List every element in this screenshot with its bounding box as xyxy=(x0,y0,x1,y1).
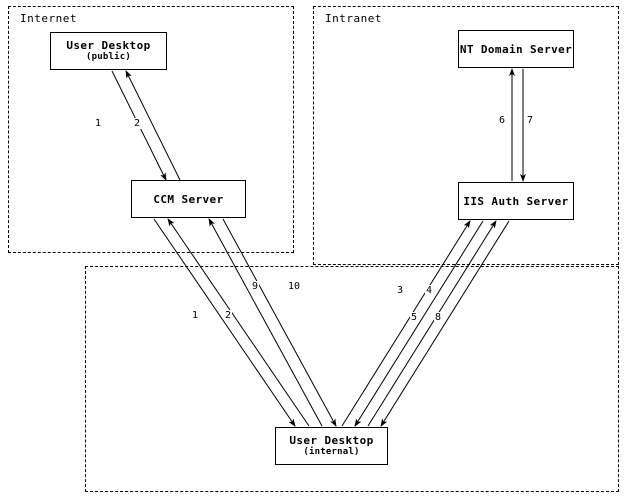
zone-internal-network xyxy=(85,266,619,492)
zone-intranet xyxy=(313,6,619,265)
node-title: User Desktop xyxy=(66,39,151,52)
connector-edge-9-up xyxy=(208,218,323,427)
connector-edge-2-public-up xyxy=(125,70,181,181)
label-2-internal: 2 xyxy=(224,310,233,321)
node-user-desktop-public[interactable]: User Desktop (public) xyxy=(50,32,167,70)
connector-edge-1-internal-down xyxy=(153,218,296,427)
node-nt-domain-server[interactable]: NT Domain Server xyxy=(458,30,574,68)
zone-internet-label: Internet xyxy=(20,12,77,25)
node-title: User Desktop xyxy=(289,434,374,447)
label-8: 8 xyxy=(434,312,443,323)
node-user-desktop-internal[interactable]: User Desktop (internal) xyxy=(275,427,388,465)
node-ccm-server[interactable]: CCM Server xyxy=(131,180,246,218)
node-title: CCM Server xyxy=(153,192,224,206)
label-7: 7 xyxy=(526,115,535,126)
zone-internet xyxy=(8,6,294,253)
label-5: 5 xyxy=(410,312,419,323)
node-subtitle: (public) xyxy=(86,52,131,62)
zone-intranet-label: Intranet xyxy=(325,12,382,25)
label-6: 6 xyxy=(498,115,507,126)
connector-edge-8-down xyxy=(380,220,510,427)
label-1-internal: 1 xyxy=(191,310,200,321)
connector-edge-3-up xyxy=(341,220,471,427)
connector-edge-2-internal-up xyxy=(167,218,310,427)
label-1-public: 1 xyxy=(94,118,103,129)
label-4: 4 xyxy=(425,285,434,296)
node-iis-auth-server[interactable]: IIS Auth Server xyxy=(458,182,574,220)
node-subtitle: (internal) xyxy=(303,447,360,457)
node-title: NT Domain Server xyxy=(459,42,573,56)
label-3: 3 xyxy=(396,285,405,296)
label-9: 9 xyxy=(251,281,260,292)
label-2-public: 2 xyxy=(133,118,142,129)
label-10: 10 xyxy=(287,281,302,292)
connector-edge-5-up xyxy=(367,220,497,427)
connector-edge-10-down xyxy=(222,218,337,427)
connector-edge-4-down xyxy=(354,220,484,427)
node-title: IIS Auth Server xyxy=(463,194,569,208)
